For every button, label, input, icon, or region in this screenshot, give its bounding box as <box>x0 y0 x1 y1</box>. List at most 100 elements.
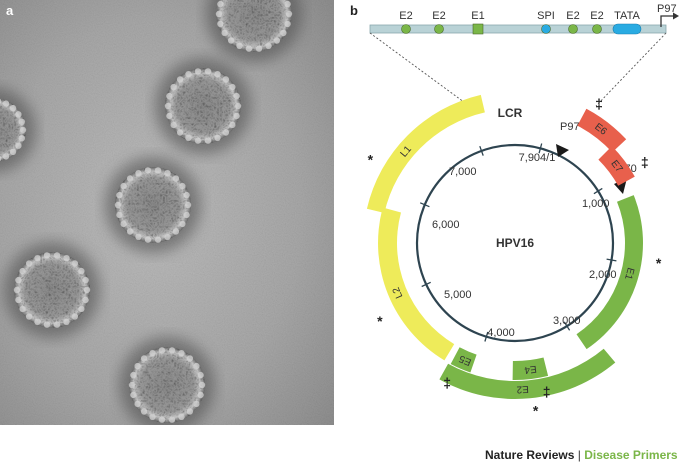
capsomere <box>164 170 171 177</box>
capsomere <box>63 318 70 325</box>
capsomere <box>217 0 224 8</box>
capsomere <box>284 0 291 8</box>
capsomere <box>245 45 253 52</box>
spi-site-3-icon <box>541 24 551 34</box>
virion-capsid <box>165 68 241 144</box>
e2-site-4-label: E2 <box>566 10 579 22</box>
capsomere <box>227 37 235 44</box>
capsomere <box>183 211 190 219</box>
p97-arrow-icon <box>660 15 673 27</box>
p97-arrowhead-icon <box>673 12 679 20</box>
capsomere <box>197 371 204 379</box>
gene-l2-label: L2 <box>391 285 406 300</box>
capsomere <box>178 413 185 420</box>
gene-l2-arc <box>378 207 455 361</box>
capsomere <box>255 45 263 52</box>
genome-circle <box>415 143 615 343</box>
capsomere <box>63 255 70 262</box>
gene-e5-arc <box>450 347 477 373</box>
capsomere <box>0 98 2 104</box>
capsomere <box>222 129 230 136</box>
capsomere <box>134 400 141 408</box>
virion-capsid <box>129 347 205 423</box>
capsomere <box>71 313 79 320</box>
virion-capsid <box>115 167 191 243</box>
capsomere <box>140 355 148 362</box>
capsomere <box>176 76 184 83</box>
capsomere <box>193 362 200 370</box>
capsomere <box>135 233 142 240</box>
capsomere <box>18 118 25 126</box>
capsomere <box>9 148 17 156</box>
tick-mark-tick-4 <box>484 331 489 342</box>
capsomere <box>130 371 137 379</box>
tata-site-6-label: TATA <box>614 10 640 22</box>
gene-e2-arc <box>439 348 616 399</box>
capsomere <box>53 252 61 259</box>
capsomere <box>204 68 212 75</box>
capsomere <box>215 10 223 18</box>
gene-e1-label: E1 <box>622 266 636 281</box>
capsomere <box>9 104 17 112</box>
capsomere <box>194 137 202 144</box>
tick-mark-tick-5 <box>421 281 431 288</box>
footer-separator: | <box>577 448 581 462</box>
capsomere <box>43 252 51 259</box>
capsomere <box>229 83 236 91</box>
capsomere <box>134 362 141 370</box>
capsomere <box>176 129 184 136</box>
capsomere <box>135 170 142 177</box>
capsomere <box>229 121 236 129</box>
e2-site-5-label: E2 <box>590 10 603 22</box>
p97-promoter-icon <box>556 144 569 157</box>
capsomere <box>71 260 79 267</box>
capsomere <box>149 413 156 420</box>
tick-label-1: 1,000 <box>582 198 610 210</box>
bar-promoter-label: P97 <box>657 3 677 15</box>
capsomere <box>166 112 173 120</box>
capsomere <box>144 167 152 174</box>
capsomere <box>128 381 136 389</box>
virus-micrograph <box>0 0 334 425</box>
tick-label-4: 4,000 <box>487 327 515 339</box>
capsomere <box>83 286 91 294</box>
capsomere <box>126 175 134 182</box>
capsomere <box>168 416 176 423</box>
capsomere <box>265 42 272 49</box>
capsomere <box>19 126 27 134</box>
gene-e4-arc <box>512 357 549 381</box>
capsomere <box>186 408 194 415</box>
lcr-dna-bar <box>369 24 667 34</box>
tick-mark-tick-2 <box>606 258 617 262</box>
virion-capsid <box>216 0 292 52</box>
e2-site-1-icon <box>434 24 444 34</box>
capsomere <box>172 175 180 182</box>
e1-site-2-label: E1 <box>471 10 484 22</box>
capsomere <box>204 137 212 144</box>
gene-e7-arc <box>598 146 635 186</box>
capsomere <box>53 321 61 328</box>
gene-e4-label: E4 <box>523 363 537 375</box>
gene-e7-marker: ‡ <box>641 154 649 170</box>
capsomere <box>184 201 192 209</box>
capsomere <box>19 267 26 275</box>
gene-e2-label: E2 <box>516 383 529 395</box>
capsomere <box>15 142 22 149</box>
gene-e6-marker: ‡ <box>595 95 603 111</box>
capsomere <box>0 156 2 162</box>
capsomere <box>194 68 202 75</box>
genome-name: HPV16 <box>496 236 534 250</box>
gene-e5-marker: ‡ <box>443 374 451 390</box>
tick-mark-tick-6 <box>419 202 430 208</box>
gene-l1-arc <box>366 94 485 213</box>
e2-site-1-label: E2 <box>432 10 445 22</box>
capsomere <box>15 296 22 304</box>
spi-site-3-label: SPI <box>537 10 555 22</box>
e1-site-2-icon <box>472 23 484 35</box>
capsomere <box>126 228 134 235</box>
capsomere <box>120 220 127 228</box>
capsomere <box>82 296 89 304</box>
virion-capsid <box>14 252 90 328</box>
